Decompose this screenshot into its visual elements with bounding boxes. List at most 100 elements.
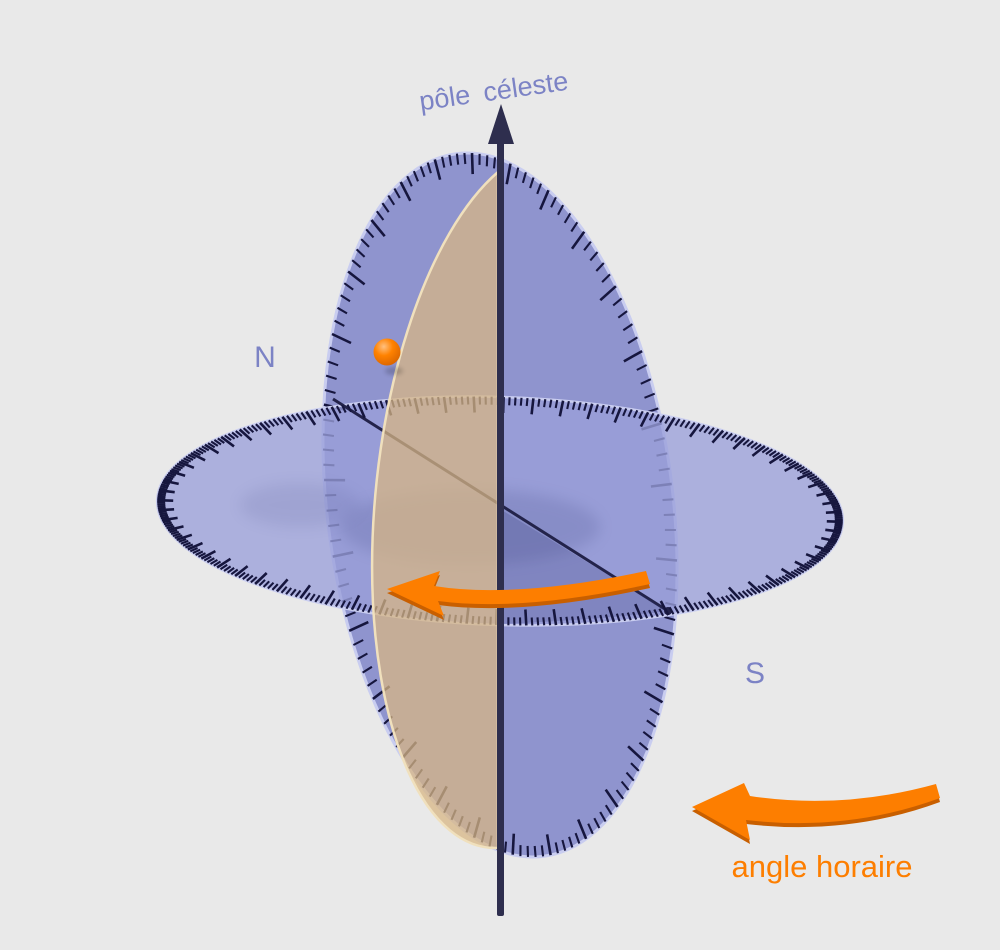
tick-mark — [806, 473, 815, 479]
tick-mark — [207, 442, 216, 449]
tick-mark — [626, 612, 632, 621]
tick-mark — [805, 552, 822, 562]
tick-mark — [764, 582, 773, 590]
tick-mark — [613, 407, 622, 423]
tick-mark — [160, 516, 169, 520]
tick-mark — [611, 406, 616, 415]
tick-mark — [620, 780, 630, 791]
tick-mark — [757, 585, 765, 592]
tick-mark — [393, 187, 401, 199]
tick-mark — [638, 741, 649, 751]
tick-mark — [711, 429, 725, 444]
tick-mark — [825, 492, 834, 497]
tick-mark — [801, 469, 811, 475]
tick-mark — [716, 597, 724, 605]
tick-mark — [599, 811, 607, 823]
tick-mark — [195, 550, 204, 556]
tick-mark — [170, 530, 180, 536]
tick-mark — [213, 439, 222, 446]
tick-mark — [796, 471, 813, 481]
tick-mark — [772, 451, 781, 459]
tick-mark — [648, 412, 655, 421]
tick-mark — [632, 611, 638, 620]
tick-mark — [197, 552, 206, 558]
tick-mark — [593, 615, 598, 624]
tick-mark — [250, 424, 259, 432]
tick-mark — [540, 845, 545, 857]
tick-mark — [216, 557, 232, 569]
tick-mark — [238, 571, 246, 579]
tick-mark — [679, 419, 686, 428]
tick-mark — [659, 600, 670, 616]
tick-mark — [745, 588, 754, 596]
tick-mark — [159, 512, 168, 516]
tick-mark — [539, 189, 550, 211]
tick-mark — [768, 453, 784, 465]
tick-mark — [433, 159, 442, 181]
tick-mark — [234, 565, 249, 578]
tick-mark — [503, 841, 508, 853]
tick-mark — [160, 483, 170, 487]
tick-mark — [583, 240, 592, 251]
tick-mark — [275, 578, 289, 593]
tick-mark — [674, 418, 681, 427]
tick-mark — [561, 839, 567, 851]
tick-mark — [796, 567, 805, 574]
tick-mark — [828, 496, 837, 501]
tick-mark — [654, 413, 660, 422]
tick-mark — [360, 238, 370, 248]
tick-mark — [780, 567, 796, 579]
tick-mark — [254, 572, 268, 585]
tick-mark — [804, 562, 813, 569]
tick-mark — [604, 804, 613, 816]
tick-mark — [165, 523, 174, 528]
tick-mark — [330, 406, 341, 422]
tick-mark — [545, 834, 552, 856]
tick-mark — [448, 154, 453, 166]
tick-mark — [765, 448, 774, 455]
tick-mark — [832, 506, 841, 510]
tick-mark — [344, 611, 356, 618]
tick-mark — [707, 599, 714, 607]
tick-mark — [778, 576, 787, 583]
tick-mark — [399, 181, 412, 202]
tick-mark — [271, 583, 279, 591]
tick-mark — [157, 493, 166, 496]
tick-mark — [548, 617, 552, 626]
star-shadow — [385, 367, 403, 375]
tick-mark — [419, 166, 426, 178]
tick-mark — [158, 510, 167, 514]
tick-mark — [521, 172, 527, 184]
tick-mark — [574, 832, 581, 844]
tick-mark — [642, 610, 649, 619]
tick-mark — [571, 616, 575, 625]
tick-mark — [267, 581, 275, 590]
tick-mark — [200, 549, 217, 560]
tick-mark — [570, 221, 579, 233]
tick-mark — [157, 498, 174, 502]
tick-mark — [162, 479, 179, 486]
tick-mark — [169, 529, 178, 534]
tick-mark — [258, 579, 266, 587]
tick-mark — [820, 486, 830, 492]
tick-mark — [357, 652, 368, 660]
tick-mark — [198, 447, 207, 453]
tick-mark — [822, 500, 839, 506]
tick-mark — [350, 594, 361, 611]
tick-mark — [823, 545, 833, 551]
tick-mark — [621, 612, 627, 622]
tick-mark — [725, 432, 733, 441]
tick-mark — [746, 440, 754, 448]
tick-mark — [765, 574, 780, 587]
tick-mark — [589, 251, 599, 262]
tick-mark — [285, 587, 293, 595]
tick-mark — [658, 608, 665, 617]
tick-mark — [799, 467, 808, 474]
tick-mark — [785, 458, 794, 465]
tick-mark — [754, 443, 762, 451]
tick-mark — [217, 437, 225, 444]
tick-mark — [250, 576, 258, 584]
tick-mark — [485, 155, 489, 167]
tick-mark — [689, 421, 696, 430]
tick-mark — [187, 453, 196, 460]
